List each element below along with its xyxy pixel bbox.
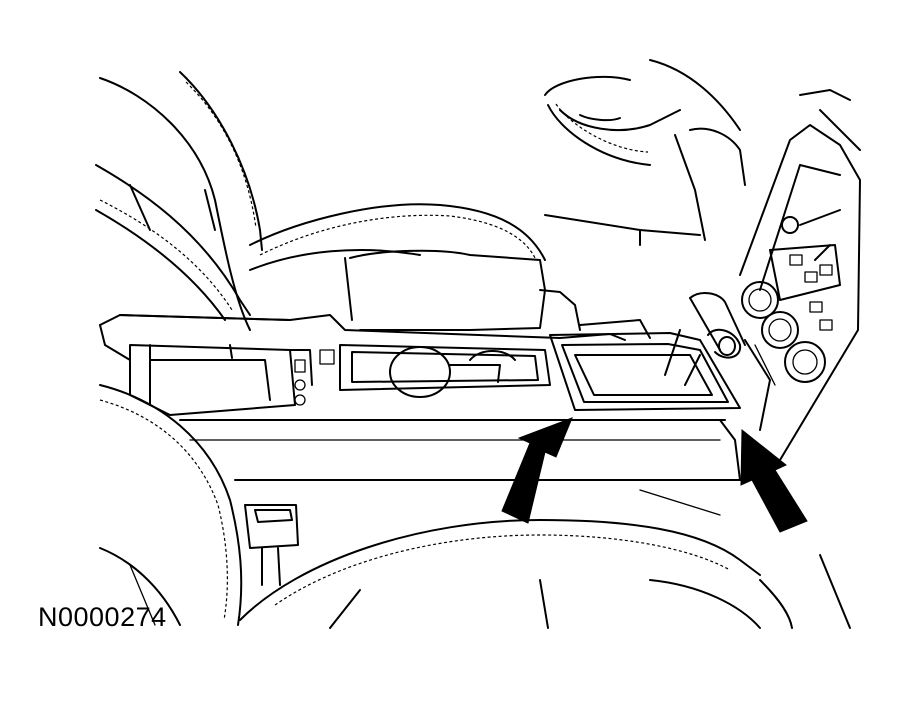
callout-arrow-right bbox=[740, 428, 808, 533]
front-seat-left bbox=[99, 384, 243, 626]
passenger-seat-cushion bbox=[249, 203, 546, 321]
console-armrest bbox=[349, 249, 651, 339]
steering-wheel bbox=[544, 59, 746, 241]
front-seat-right bbox=[239, 519, 851, 629]
center-stack bbox=[739, 124, 861, 461]
shift-lever bbox=[664, 292, 746, 386]
figure-reference-code: N0000274 bbox=[38, 602, 167, 632]
shifter-bezel bbox=[549, 332, 741, 411]
dashboard-trim bbox=[544, 89, 861, 246]
callout-arrow-left bbox=[501, 417, 573, 524]
console-storage-bin bbox=[129, 344, 335, 416]
cup-holder bbox=[339, 344, 551, 398]
seatbelt-buckle bbox=[244, 504, 299, 586]
driver-seat-back bbox=[95, 71, 263, 331]
